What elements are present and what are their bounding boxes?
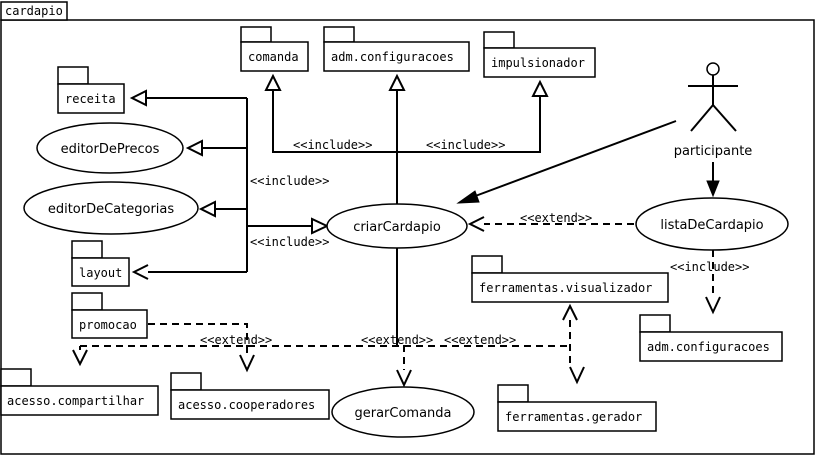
usecase-editor-de-categorias-label: editorDeCategorias <box>48 202 175 217</box>
package-layout-label: layout <box>79 266 122 280</box>
package-ferramentas-gerador[interactable]: ferramentas.gerador <box>497 384 657 432</box>
package-comanda-label: comanda <box>248 50 299 64</box>
connectors <box>72 73 721 388</box>
package-ferramentas-gerador-label: ferramentas.gerador <box>505 410 642 424</box>
package-promocao-label: promocao <box>79 318 137 332</box>
label-include-lista: <<include>> <box>670 260 749 274</box>
package-acesso-cooperadores-label: acesso.cooperadores <box>178 398 315 412</box>
package-acesso-cooperadores[interactable]: acesso.cooperadores <box>170 372 330 420</box>
usecase-editor-de-categorias[interactable]: editorDeCategorias <box>23 181 199 235</box>
package-ferramentas-visualizador-label: ferramentas.visualizador <box>479 281 652 295</box>
package-impulsionador[interactable]: impulsionador <box>483 31 596 78</box>
package-promocao[interactable]: promocao <box>71 292 148 339</box>
package-acesso-compartilhar-label: acesso.compartilhar <box>7 394 144 408</box>
label-include-top-right: <<include>> <box>426 138 505 152</box>
package-receita-label: receita <box>65 92 116 106</box>
package-impulsionador-label: impulsionador <box>491 56 585 70</box>
package-acesso-compartilhar[interactable]: acesso.compartilhar <box>0 368 159 416</box>
frame-title: cardapio <box>5 4 63 18</box>
package-comanda[interactable]: comanda <box>240 26 309 72</box>
label-extend-left: <<extend>> <box>200 333 272 347</box>
usecase-editor-de-precos[interactable]: editorDePrecos <box>36 122 184 174</box>
package-adm-configuracoes-bottom[interactable]: adm.configuracoes <box>639 314 783 362</box>
label-include-left-lower: <<include>> <box>250 235 329 249</box>
label-extend-lista: <<extend>> <box>520 211 592 225</box>
label-extend-right: <<extend>> <box>444 333 516 347</box>
usecase-criar-cardapio[interactable]: criarCardapio <box>326 203 468 249</box>
usecase-editor-de-precos-label: editorDePrecos <box>61 142 160 157</box>
package-layout[interactable]: layout <box>71 240 130 287</box>
package-adm-configuracoes-bottom-label: adm.configuracoes <box>647 340 770 354</box>
actor-figure-icon <box>688 62 738 132</box>
package-receita[interactable]: receita <box>57 66 125 114</box>
package-ferramentas-visualizador[interactable]: ferramentas.visualizador <box>471 255 669 303</box>
usecase-lista-de-cardapio-label: listaDeCardapio <box>660 218 763 233</box>
relationship-labels: <<include>> <<include>> <<include>> <<in… <box>200 138 749 347</box>
usecase-gerar-comanda[interactable]: gerarComanda <box>331 386 475 438</box>
actor-participante-label: participante <box>674 144 753 159</box>
actor-participante[interactable]: participante <box>674 62 753 159</box>
usecase-gerar-comanda-label: gerarComanda <box>354 406 451 421</box>
package-adm-configuracoes-top-label: adm.configuracoes <box>331 50 454 64</box>
package-adm-configuracoes-top[interactable]: adm.configuracoes <box>323 26 470 72</box>
usecase-criar-cardapio-label: criarCardapio <box>353 220 441 235</box>
label-include-top-left: <<include>> <box>293 138 372 152</box>
label-include-left-upper: <<include>> <box>250 174 329 188</box>
label-extend-mid: <<extend>> <box>361 333 433 347</box>
usecase-lista-de-cardapio[interactable]: listaDeCardapio <box>635 197 789 251</box>
